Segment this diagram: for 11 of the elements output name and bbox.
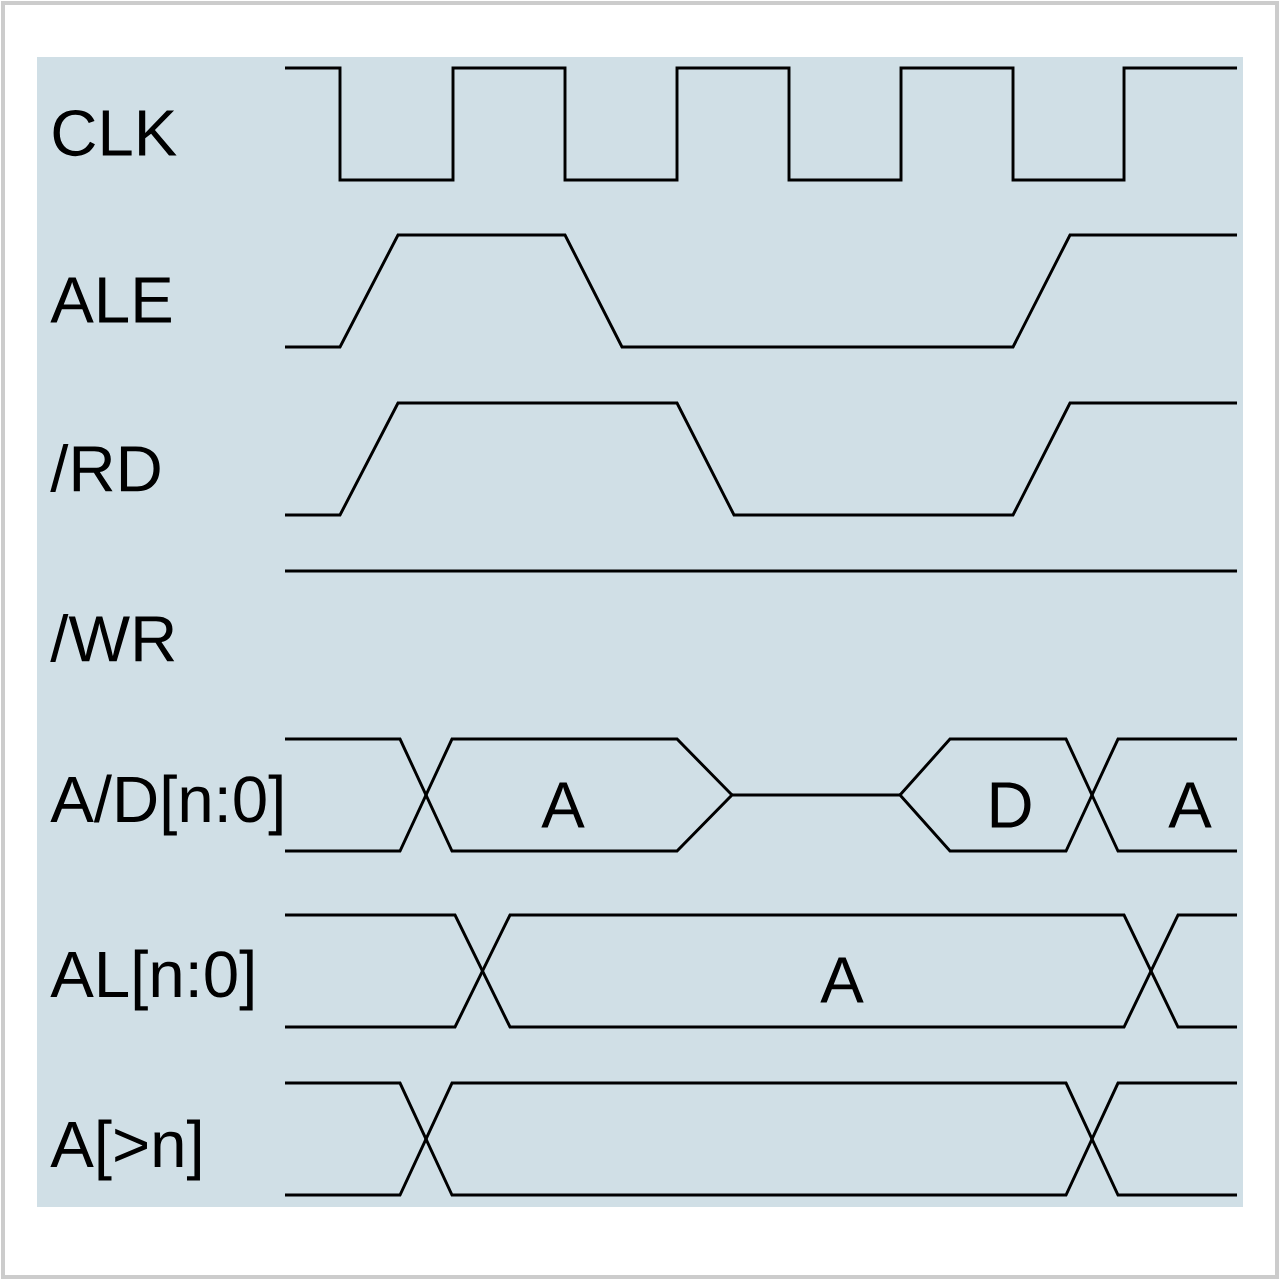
bus-value: A: [820, 957, 864, 1003]
signal-name: AL[n:0]: [50, 949, 253, 1011]
signal-name: CLK: [53, 109, 177, 157]
signal-name: /WR: [50, 614, 175, 662]
signal-name: /RD: [50, 444, 160, 492]
bus-value: D: [991, 782, 1031, 828]
bus-value: A: [541, 782, 585, 828]
signal-name: ALE: [50, 277, 171, 323]
bus-value: A: [1168, 782, 1212, 828]
signal-name: A/D[n:0]: [50, 774, 282, 836]
signal-name: A[>n]: [50, 1119, 200, 1181]
